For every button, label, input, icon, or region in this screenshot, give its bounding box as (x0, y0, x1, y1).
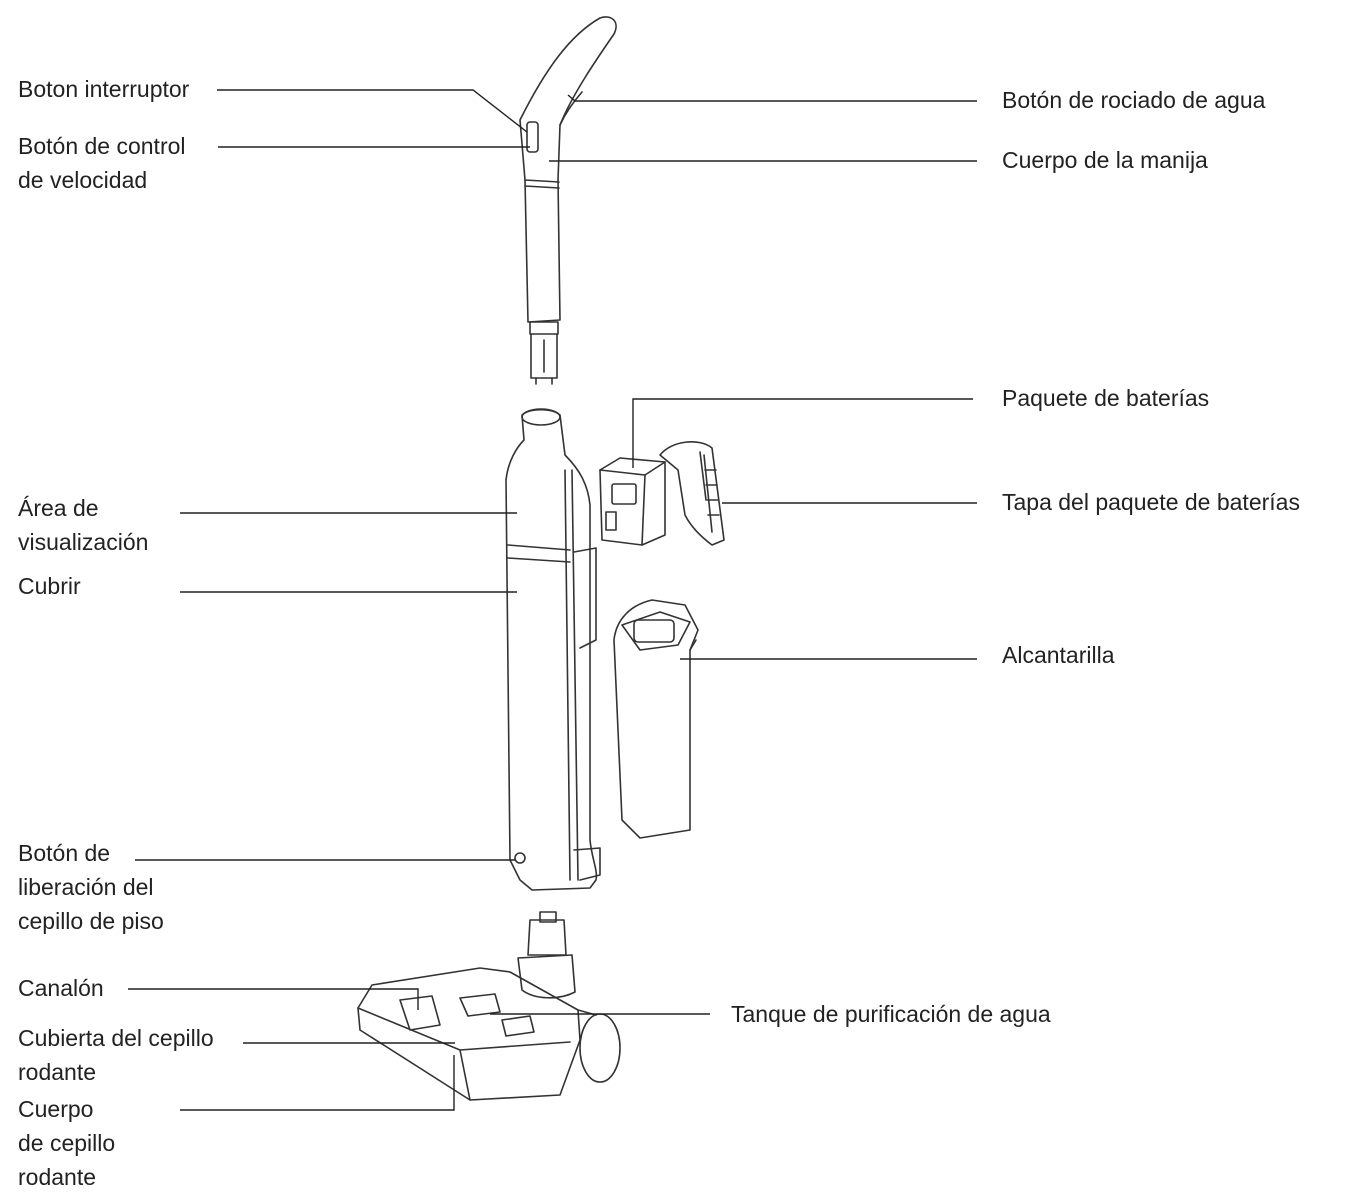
label-cubrir: Cubrir (18, 573, 81, 599)
leader-boton-rociado (567, 94, 977, 102)
label-canalon: Canalón (18, 975, 104, 1001)
label-boton-liberacion: Botón de liberación del cepillo de piso (18, 840, 164, 934)
label-area-visualizacion: Área de visualización (18, 495, 149, 555)
battery-pack-part (599, 457, 666, 546)
leader-paquete-baterias (632, 398, 973, 468)
label-tanque-purificacion: Tanque de purificación de agua (731, 1001, 1051, 1027)
label-boton-control-velocidad: Botón de control de velocidad (18, 133, 186, 193)
main-body-part (505, 408, 601, 891)
leader-boton-interruptor (217, 89, 528, 133)
floor-brush-part (357, 911, 621, 1101)
leader-cuerpo-cepillo (180, 1055, 455, 1111)
handle-part (519, 16, 617, 385)
label-alcantarilla: Alcantarilla (1002, 642, 1115, 668)
sewage-tank-part (613, 599, 699, 839)
label-boton-rociado: Botón de rociado de agua (1002, 87, 1266, 113)
label-paquete-baterias: Paquete de baterías (1002, 385, 1210, 411)
label-tapa-paquete: Tapa del paquete de baterías (1002, 489, 1300, 515)
battery-cover-part (659, 441, 725, 546)
label-boton-interruptor: Boton interruptor (18, 76, 190, 102)
leader-canalon (128, 988, 419, 1010)
label-cuerpo-cepillo: Cuerpo de cepillo rodante (18, 1096, 116, 1190)
label-cubierta-cepillo: Cubierta del cepillo rodante (18, 1025, 214, 1085)
label-cuerpo-manija: Cuerpo de la manija (1002, 147, 1208, 173)
